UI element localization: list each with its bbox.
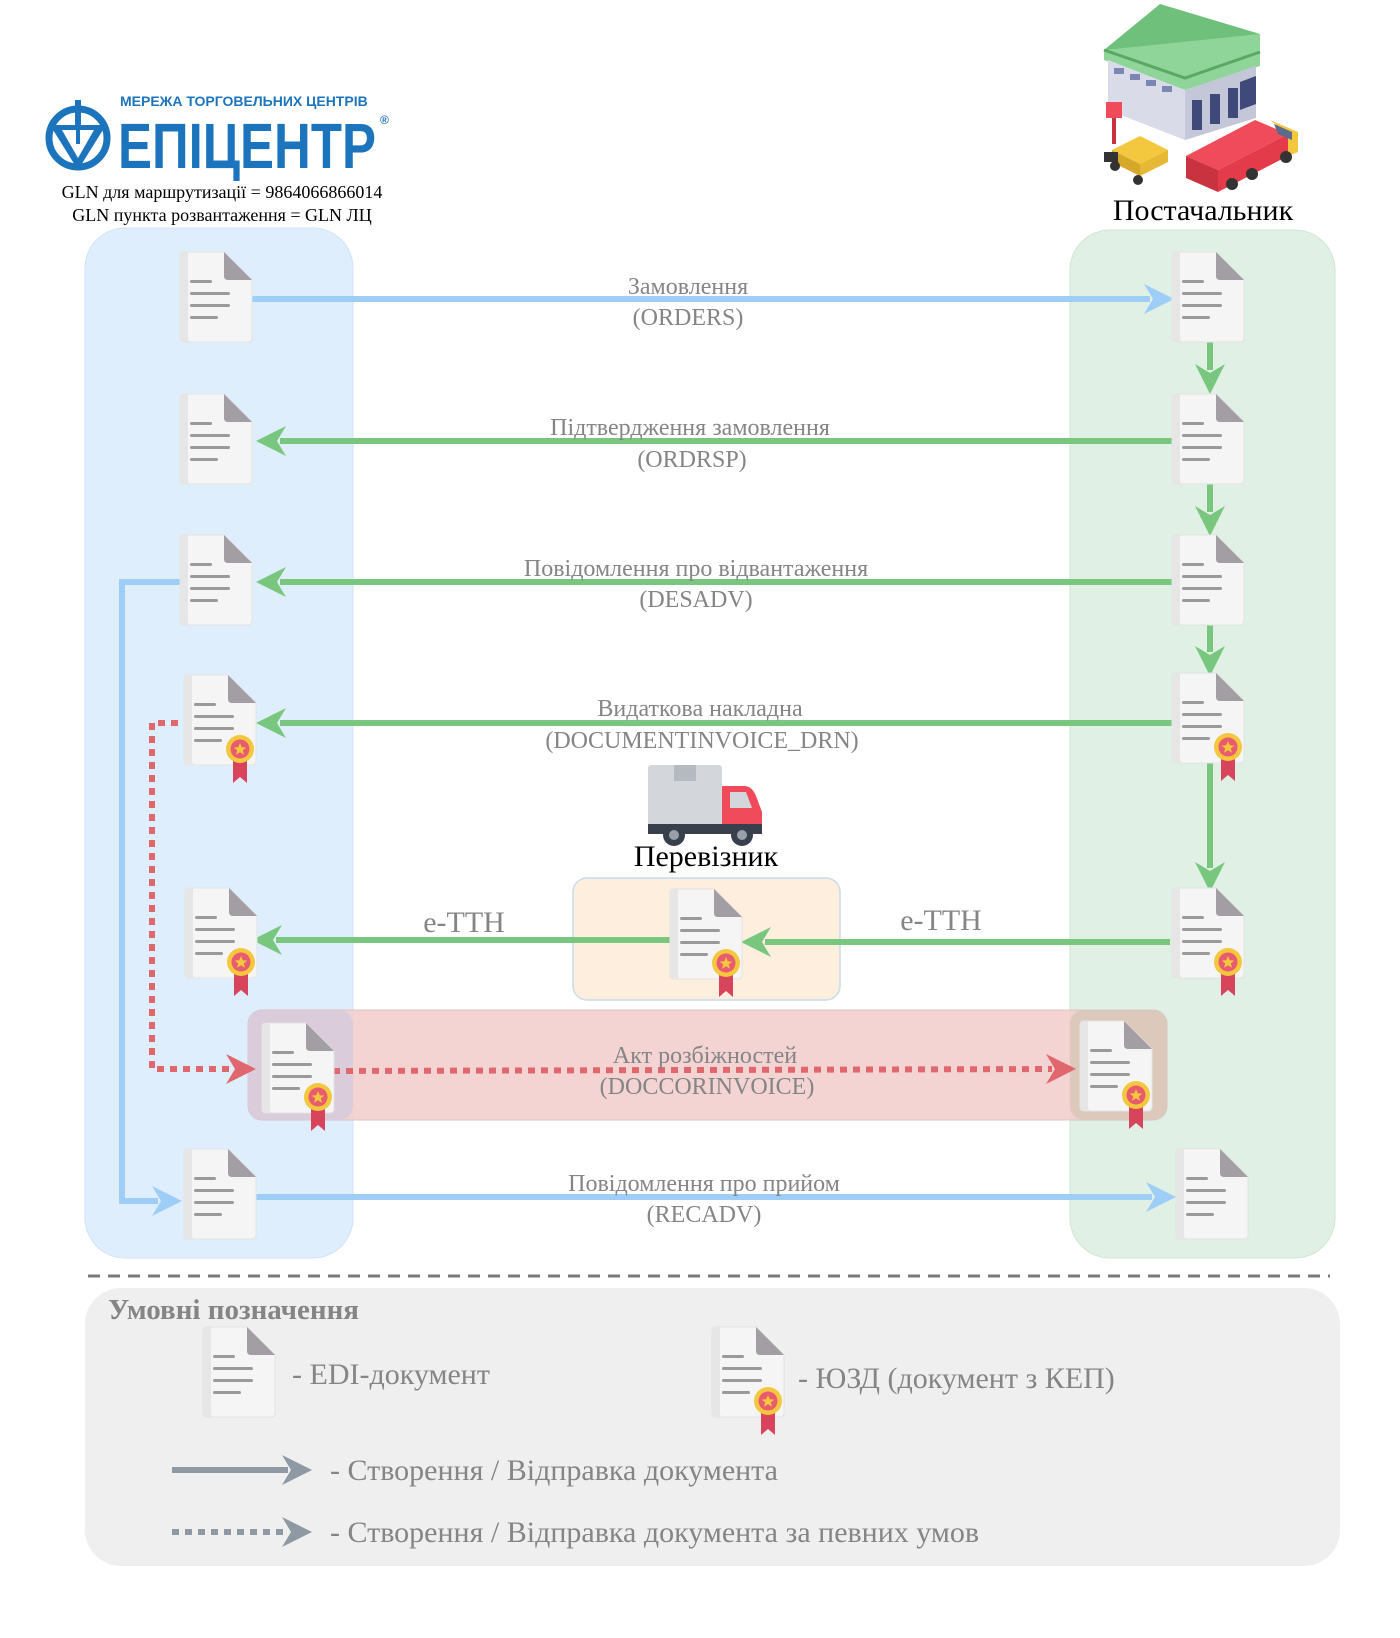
doccorinvoice-arrow [332,1054,1076,1085]
ettn-right-label: е-ТТН [900,904,982,937]
ettn-left-label: е-ТТН [423,906,505,939]
legend-edi-doc-label: - EDI-документ [292,1358,490,1391]
act-label: Акт розбіжностей [613,1043,797,1069]
legend-solid-arrow-label: - Створення / Відправка документа [330,1454,778,1487]
desadv-label: Повідомлення про відвантаження [524,556,868,582]
act-code: (DOCCORINVOICE) [600,1074,815,1100]
legend-signed-doc-label: - ЮЗД (документ з КЕП) [798,1362,1115,1395]
drn-code: (DOCUMENTINVOICE_DRN) [545,728,858,754]
legend-title: Умовні позначення [108,1294,359,1326]
gln-routing: GLN для маршрутизації = 9864066866014 [62,182,383,202]
drn-to-act-dotted-arrow [149,720,256,1084]
legend-dotted-arrow-label: - Створення / Відправка документа за пев… [330,1516,979,1549]
gln-unloading: GLN пункта розвантаження = GLN ЛЦ [72,205,372,225]
drn-label: Видаткова накладна [597,696,803,722]
desadv-to-recadv-arrow [119,579,182,1216]
epicentr-logo: МЕРЕЖА ТОРГОВЕЛЬНИХ ЦЕНТРІВ ЕПІЦЕНТР ® [45,93,389,182]
recadv-code: (RECADV) [647,1202,762,1228]
warehouse-icon [1103,4,1298,192]
orders-code: (ORDERS) [633,305,744,331]
supplier-title: Постачальник [1113,194,1294,227]
carrier-title: Перевізник [634,840,779,873]
legend-zone [85,1288,1340,1566]
orders-label: Замовлення [628,274,748,300]
ordrsp-label: Підтвердження замовлення [550,415,830,441]
carrier-truck-icon [648,765,762,846]
logo-title: ЕПІЦЕНТР [118,110,376,182]
logo-subtitle: МЕРЕЖА ТОРГОВЕЛЬНИХ ЦЕНТРІВ [120,93,368,109]
ordrsp-code: (ORDRSP) [637,447,746,473]
registered-mark: ® [380,113,389,127]
desadv-code: (DESADV) [639,587,752,613]
recadv-label: Повідомлення про прийом [568,1171,840,1197]
